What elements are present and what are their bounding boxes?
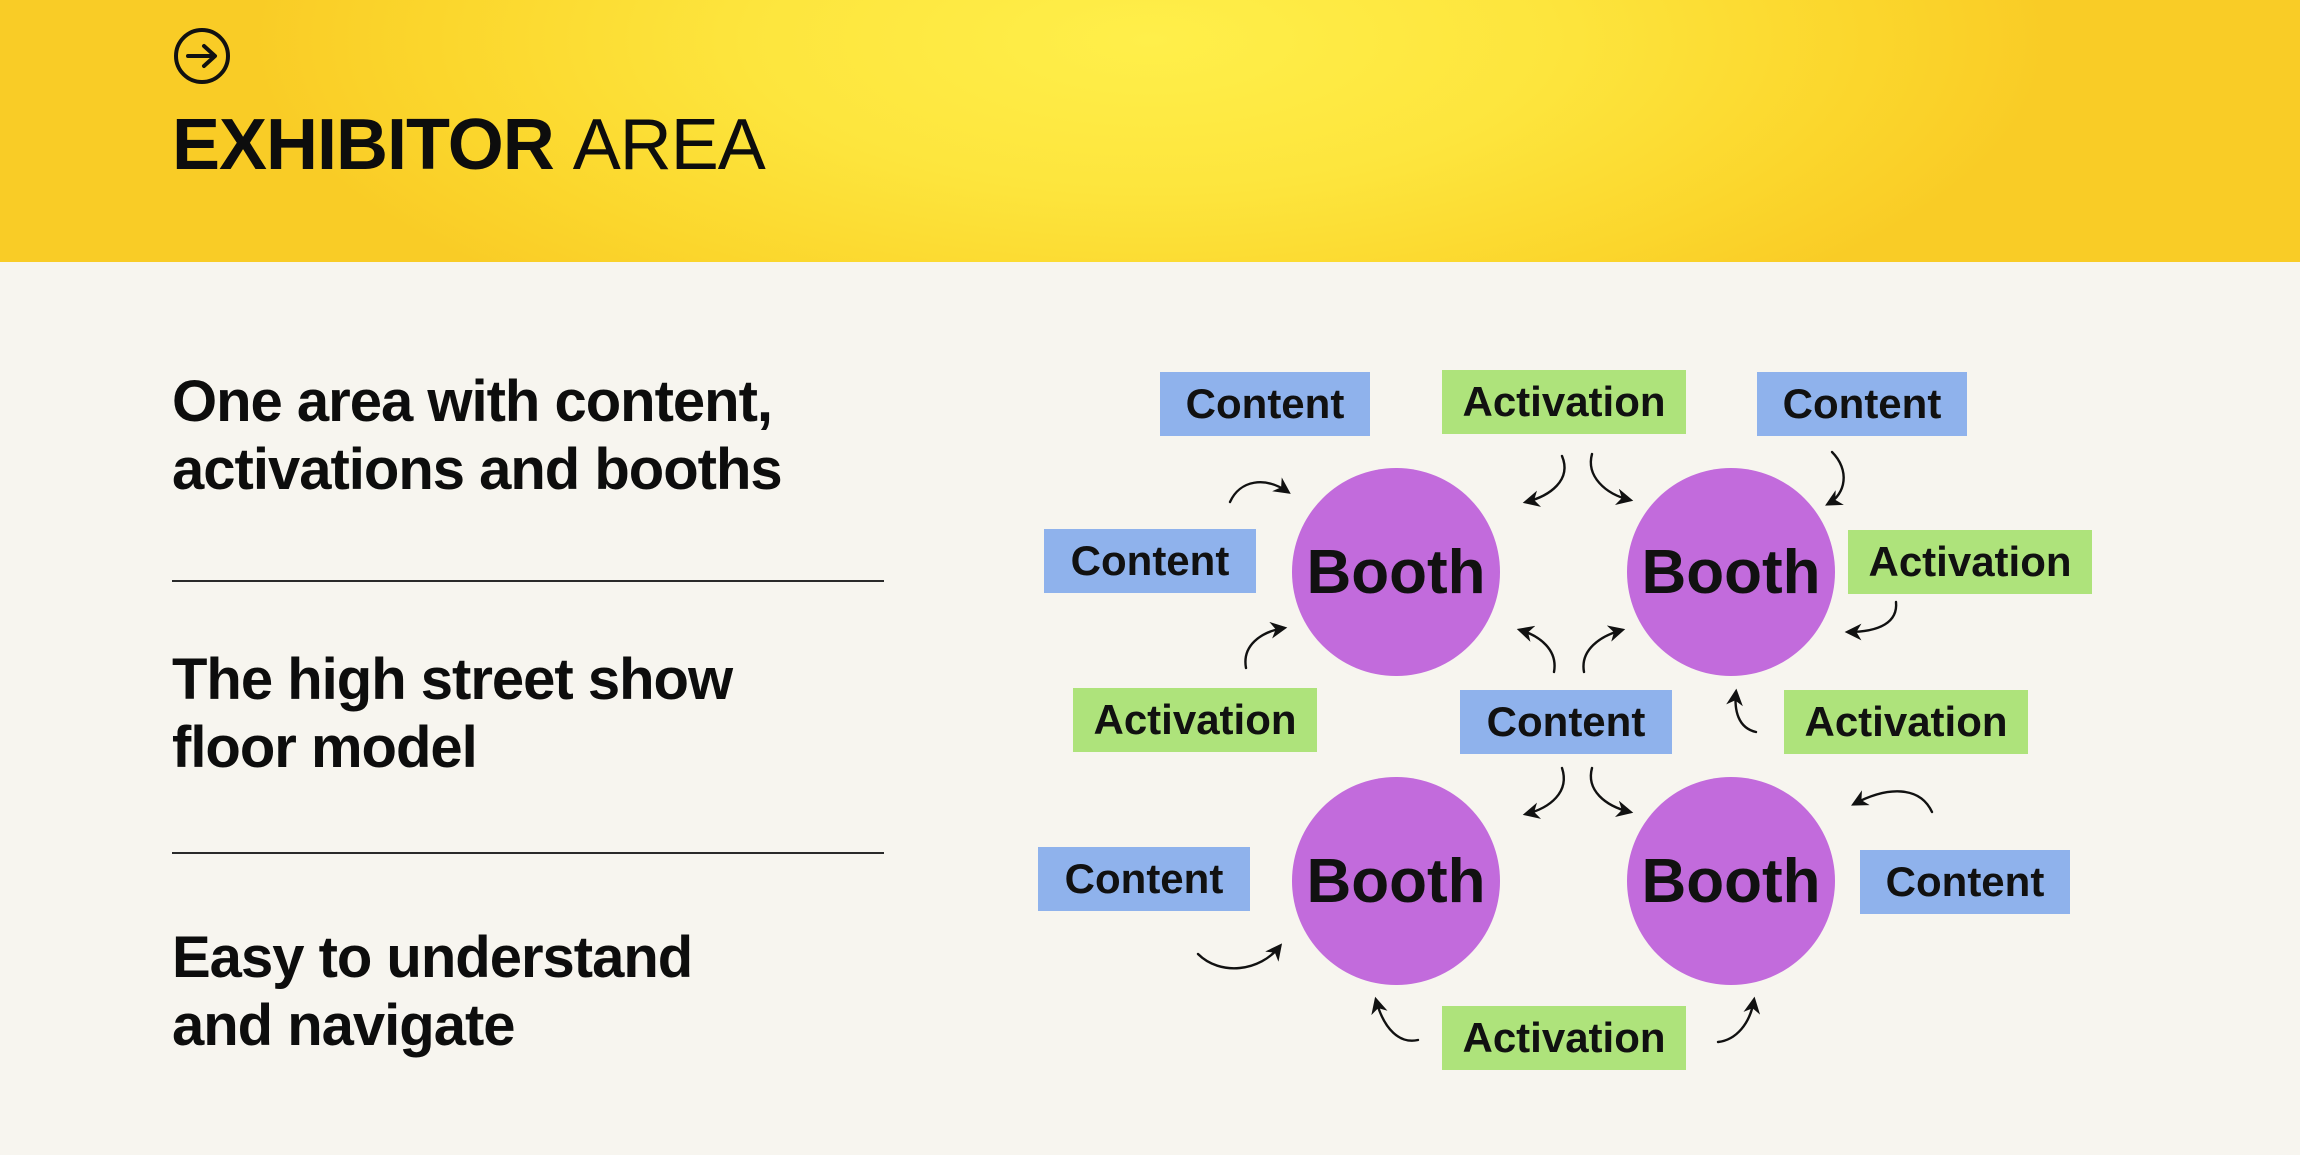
booth-top-right: Booth (1627, 468, 1835, 676)
booth-top-left: Booth (1292, 468, 1500, 676)
point-two: The high street show floor model (172, 646, 884, 782)
divider-two (172, 852, 884, 854)
arrow-right-circle-icon[interactable] (172, 26, 232, 86)
arrow-curve (1371, 996, 1420, 1042)
arrow-curve (1516, 625, 1556, 674)
floor-model-diagram: Content Activation Content Content Activ… (1020, 340, 2160, 1100)
activation-tag-bottom-center: Activation (1442, 1006, 1686, 1070)
activation-tag-mid-right: Activation (1848, 530, 2092, 594)
point-three-line2: and navigate (172, 993, 516, 1058)
content-tag-bottom-right: Content (1860, 850, 2070, 914)
activation-tag-top-center: Activation (1442, 370, 1686, 434)
header-banner: EXHIBITOR AREA (0, 0, 2300, 262)
arrow-curve (1522, 766, 1565, 819)
arrow-curve (1851, 790, 1934, 814)
arrow-curve (1589, 766, 1634, 818)
arrow-curve (1244, 621, 1288, 670)
activation-tag-right: Activation (1784, 690, 2028, 754)
activation-tag-left: Activation (1073, 688, 1317, 752)
arrow-curve (1726, 688, 1758, 734)
booth-bottom-left: Booth (1292, 777, 1500, 985)
point-three-line1: Easy to understand (172, 925, 693, 990)
title-light: AREA (572, 105, 766, 185)
content-tag-center: Content (1460, 690, 1672, 754)
point-two-line1: The high street show (172, 647, 733, 712)
point-one: One area with content, activations and b… (172, 368, 884, 504)
title-bold: EXHIBITOR (172, 105, 555, 185)
point-three: Easy to understand and navigate (172, 924, 884, 1060)
arrow-curve (1589, 452, 1634, 506)
point-one-line1: One area with content, (172, 369, 773, 434)
point-two-line2: floor model (172, 715, 478, 780)
page-title: EXHIBITOR AREA (172, 100, 766, 190)
content-tag-bottom-left: Content (1038, 847, 1250, 911)
point-one-line2: activations and booths (172, 437, 783, 502)
arrow-curve (1522, 454, 1566, 507)
content-tag-mid-left: Content (1044, 529, 1256, 593)
arrow-curve (1825, 450, 1845, 506)
content-tag-top-left: Content (1160, 372, 1370, 436)
booth-bottom-right: Booth (1627, 777, 1835, 985)
arrow-curve (1228, 477, 1291, 504)
arrow-curve (1582, 625, 1626, 674)
content-tag-top-right: Content (1757, 372, 1967, 436)
divider-one (172, 580, 884, 582)
arrow-curve (1716, 996, 1761, 1044)
arrow-curve (1844, 600, 1898, 641)
arrow-curve (1196, 943, 1283, 970)
